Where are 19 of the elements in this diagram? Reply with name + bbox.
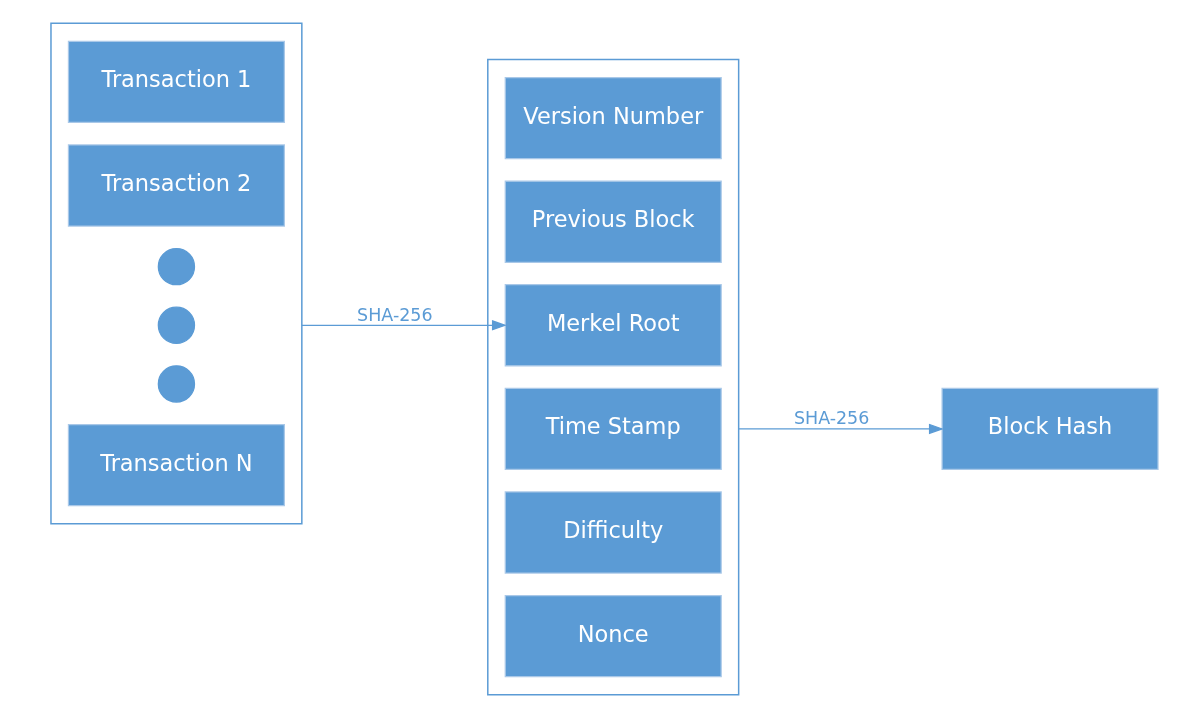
node-box: Time Stamp xyxy=(504,387,722,471)
node-box: Version Number xyxy=(504,76,722,160)
cluster xyxy=(486,58,739,696)
node-circle xyxy=(157,306,195,345)
node-box: Previous Block xyxy=(504,180,722,263)
node-box: Transaction 2 xyxy=(67,144,285,227)
node-box: Merkel Root xyxy=(504,284,722,367)
node-box: Block Hash xyxy=(940,387,1159,471)
cluster xyxy=(49,22,303,525)
node-circle xyxy=(157,365,195,403)
node-box: Transaction 1 xyxy=(67,40,285,124)
edge-label: SHA-256 xyxy=(356,304,433,325)
node-circle xyxy=(157,247,195,286)
node-box: Difficulty xyxy=(504,491,722,574)
node-box: Transaction N xyxy=(67,423,285,507)
arrow xyxy=(737,423,944,435)
edge-label: SHA-256 xyxy=(793,408,869,429)
arrow xyxy=(300,320,507,331)
node-box: Nonce xyxy=(504,594,722,678)
